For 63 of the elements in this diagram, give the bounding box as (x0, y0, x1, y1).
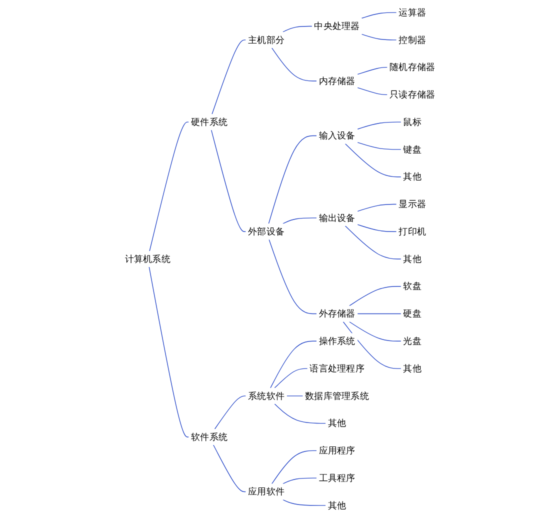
node-text: 只读存储器 (390, 88, 436, 100)
node-text: 随机存储器 (390, 62, 436, 72)
connector (361, 34, 397, 40)
connector (357, 204, 397, 212)
connector (344, 143, 402, 178)
connector (357, 224, 397, 232)
node-text: 硬盘 (403, 308, 422, 319)
node-text: 其他 (328, 500, 346, 511)
node-text: 外部设备 (248, 226, 285, 237)
node-text: 软盘 (403, 280, 422, 292)
node-text: 其他 (403, 362, 422, 374)
connector (148, 266, 190, 438)
node-text: 应用程序 (318, 444, 356, 456)
connector (349, 286, 402, 306)
node-text: 键盘 (403, 144, 422, 155)
connector (357, 313, 402, 314)
node-text: 系统软件 (248, 390, 285, 402)
node-text: 鼠标 (403, 116, 422, 128)
node-text: 主机部分 (248, 34, 285, 46)
node-text: 工具程序 (318, 472, 356, 484)
node-text: 内存储器 (318, 75, 356, 86)
node-text: 其他 (328, 418, 346, 428)
node-text: 显示器 (398, 198, 426, 210)
connector (211, 130, 246, 232)
connector (270, 340, 317, 388)
node-text: 硬件系统 (191, 116, 228, 128)
node-text: 语言处理程序 (310, 362, 364, 374)
connector (268, 239, 317, 314)
node-text: 其他 (403, 253, 422, 264)
connector (213, 444, 246, 492)
connector (212, 40, 246, 114)
connector (214, 396, 246, 430)
node-text: 输出设备 (318, 212, 356, 224)
connector (282, 499, 326, 506)
connector (357, 142, 402, 150)
connector (357, 122, 402, 130)
connector (282, 478, 317, 484)
connector (282, 26, 312, 32)
node-text: 中央处理器 (314, 20, 360, 32)
node-text: 软件系统 (191, 431, 228, 442)
node-text: 计算机系统 (124, 253, 170, 264)
node-text: 数据库管理系统 (305, 390, 369, 402)
node-text: 应用软件 (248, 486, 285, 497)
node-text: 外存储器 (318, 308, 356, 319)
connector (282, 218, 317, 224)
connector (272, 48, 317, 82)
connector (342, 321, 402, 369)
node-text: 打印机 (398, 226, 426, 237)
connector (149, 122, 190, 252)
node-text: 运算器 (398, 6, 426, 18)
node-text: 其他 (403, 171, 422, 182)
node-text: 光盘 (403, 335, 422, 346)
connector (344, 226, 402, 260)
connector (361, 12, 397, 19)
connector (268, 135, 317, 224)
node-text: 控制器 (398, 34, 426, 46)
connector (272, 450, 317, 484)
connector (274, 368, 308, 388)
connector (357, 66, 388, 75)
connector (357, 87, 388, 96)
connector (274, 404, 326, 424)
node-text: 输入设备 (318, 130, 356, 141)
connector (349, 321, 402, 342)
